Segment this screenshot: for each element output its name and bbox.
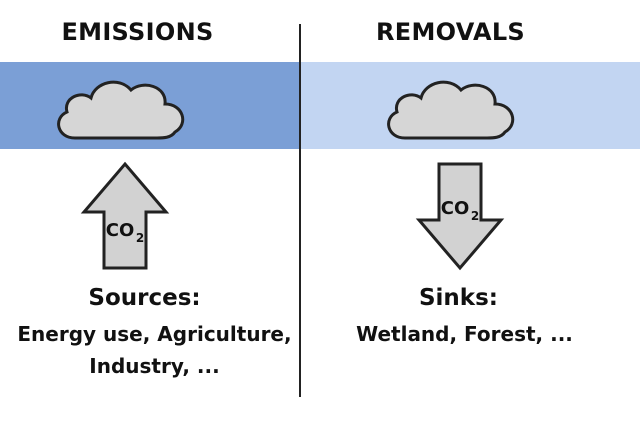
sinks-detail: Wetland, Forest, ... (289, 318, 640, 350)
emissions-sky-band (0, 62, 299, 149)
sources-title: Sources: (88, 285, 201, 311)
cloud-icon (387, 80, 515, 140)
emissions-co2-subscript: 2 (136, 231, 144, 245)
removals-panel: REMOVALS CO 2 Sinks: Wetland, Forest, ..… (301, 0, 640, 427)
up-arrow-icon: CO 2 (80, 161, 170, 270)
sources-detail-line: Energy use, Agriculture, (17, 322, 292, 346)
sources-detail: Energy use, Agriculture, Industry, ... (0, 318, 319, 382)
emissions-co2-label: CO (106, 220, 135, 241)
sources-detail-line: Industry, ... (89, 354, 220, 378)
removals-co2-label: CO (441, 198, 470, 219)
removals-sky-band (301, 62, 640, 149)
emissions-panel: EMISSIONS CO 2 Sources: Energy use, Agri… (0, 0, 299, 427)
removals-heading: REMOVALS (375, 18, 525, 46)
center-divider (299, 24, 301, 397)
emissions-arrow-shape (80, 161, 170, 270)
down-arrow-icon: CO 2 (415, 162, 505, 271)
removals-co2-subscript: 2 (471, 209, 479, 223)
sinks-detail-line: Wetland, Forest, ... (356, 322, 573, 346)
emissions-heading: EMISSIONS (61, 18, 214, 46)
cloud-icon (57, 80, 185, 140)
removals-arrow-shape (415, 162, 505, 271)
cloud-shape (57, 80, 185, 140)
sinks-title: Sinks: (418, 285, 498, 311)
cloud-shape (387, 80, 515, 140)
